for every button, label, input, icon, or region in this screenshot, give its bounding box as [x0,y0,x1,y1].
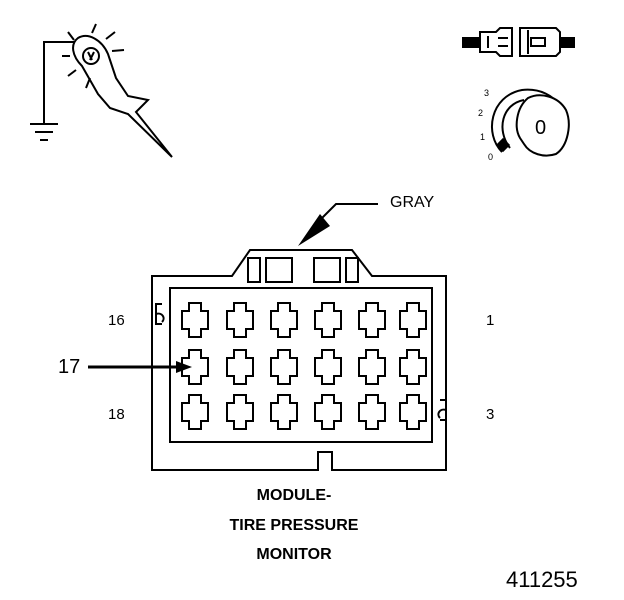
terminal-cavity [399,394,427,430]
pin-18-label: 18 [108,406,125,423]
terminal-cavity [358,302,386,338]
pin-3-label: 3 [486,406,495,423]
ignition-position-3: 3 [484,88,490,98]
terminal-cavity [399,349,427,385]
terminal-cavity [358,349,386,385]
terminal-cavity [358,394,386,430]
title-line-2: TIRE PRESSURE [229,517,359,534]
gray-leader-arrow [298,203,378,246]
gray-color-label: GRAY [390,194,435,211]
terminal-cavity [226,302,254,338]
terminal-cavity [314,302,342,338]
terminal-cavity [314,394,342,430]
terminal-cavity [181,394,209,430]
terminal-cavity [181,302,209,338]
terminal-cavity [181,349,209,385]
pin-1-label: 1 [486,312,495,329]
test-light-probe-icon [43,23,173,158]
title-line-3: MONITOR [256,546,332,563]
terminal-cavity [226,349,254,385]
ignition-position-1: 1 [480,132,486,142]
terminal-cavity [399,302,427,338]
connector-cavities [181,302,427,430]
terminal-cavity [314,349,342,385]
disconnected-connector-icon [462,27,575,57]
terminal-cavity [270,349,298,385]
connector-housing [151,249,447,471]
ground-symbol-icon [30,123,58,141]
ignition-position-0: 0 [488,152,494,162]
ignition-switch-icon [491,88,570,157]
pin-17-arrow [88,361,192,373]
figure-number: 411255 [506,567,578,592]
terminal-cavity [270,394,298,430]
ignition-key-label: 0 [535,117,547,139]
title-line-1: MODULE- [256,487,332,504]
pin-17-label: 17 [58,356,81,378]
ignition-position-2: 2 [478,108,484,118]
terminal-cavity [270,302,298,338]
terminal-cavity [226,394,254,430]
pin-16-label: 16 [108,312,125,329]
